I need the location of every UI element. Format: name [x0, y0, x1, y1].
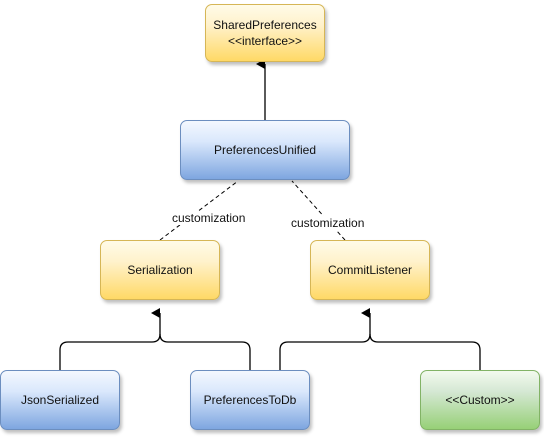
- node-preferences-to-db-title: PreferencesToDb: [203, 393, 297, 407]
- edge-serialization-customization: [159, 180, 239, 241]
- node-commit-listener[interactable]: CommitListener: [310, 240, 430, 300]
- node-preferences-unified-title: PreferencesUnified: [213, 143, 317, 157]
- edge-jsonserialized-to-serialization: [59, 308, 161, 370]
- node-commit-listener-title: CommitListener: [327, 263, 413, 277]
- node-json-serialized[interactable]: JsonSerialized: [0, 370, 120, 430]
- node-custom[interactable]: <<Custom>>: [420, 370, 540, 430]
- edge-commitlistener-customization: [291, 180, 346, 241]
- edge-preferencestodb-to-commitlistener: [279, 308, 371, 370]
- edge-custom-to-commitlistener: [369, 333, 481, 370]
- node-serialization[interactable]: Serialization: [100, 240, 220, 300]
- edge-preferencestodb-to-serialization: [159, 333, 251, 370]
- node-shared-preferences-stereotype: <<interface>>: [227, 34, 303, 48]
- edge-label-customization-left: customization: [170, 211, 248, 225]
- node-shared-preferences[interactable]: SharedPreferences <<interface>>: [205, 4, 325, 62]
- edge-label-customization-right: customization: [289, 216, 367, 230]
- node-preferences-unified[interactable]: PreferencesUnified: [180, 120, 350, 180]
- node-json-serialized-title: JsonSerialized: [20, 393, 100, 407]
- node-serialization-title: Serialization: [127, 263, 193, 277]
- node-custom-title: <<Custom>>: [445, 393, 515, 407]
- node-shared-preferences-title: SharedPreferences: [213, 18, 317, 32]
- node-preferences-to-db[interactable]: PreferencesToDb: [190, 370, 310, 430]
